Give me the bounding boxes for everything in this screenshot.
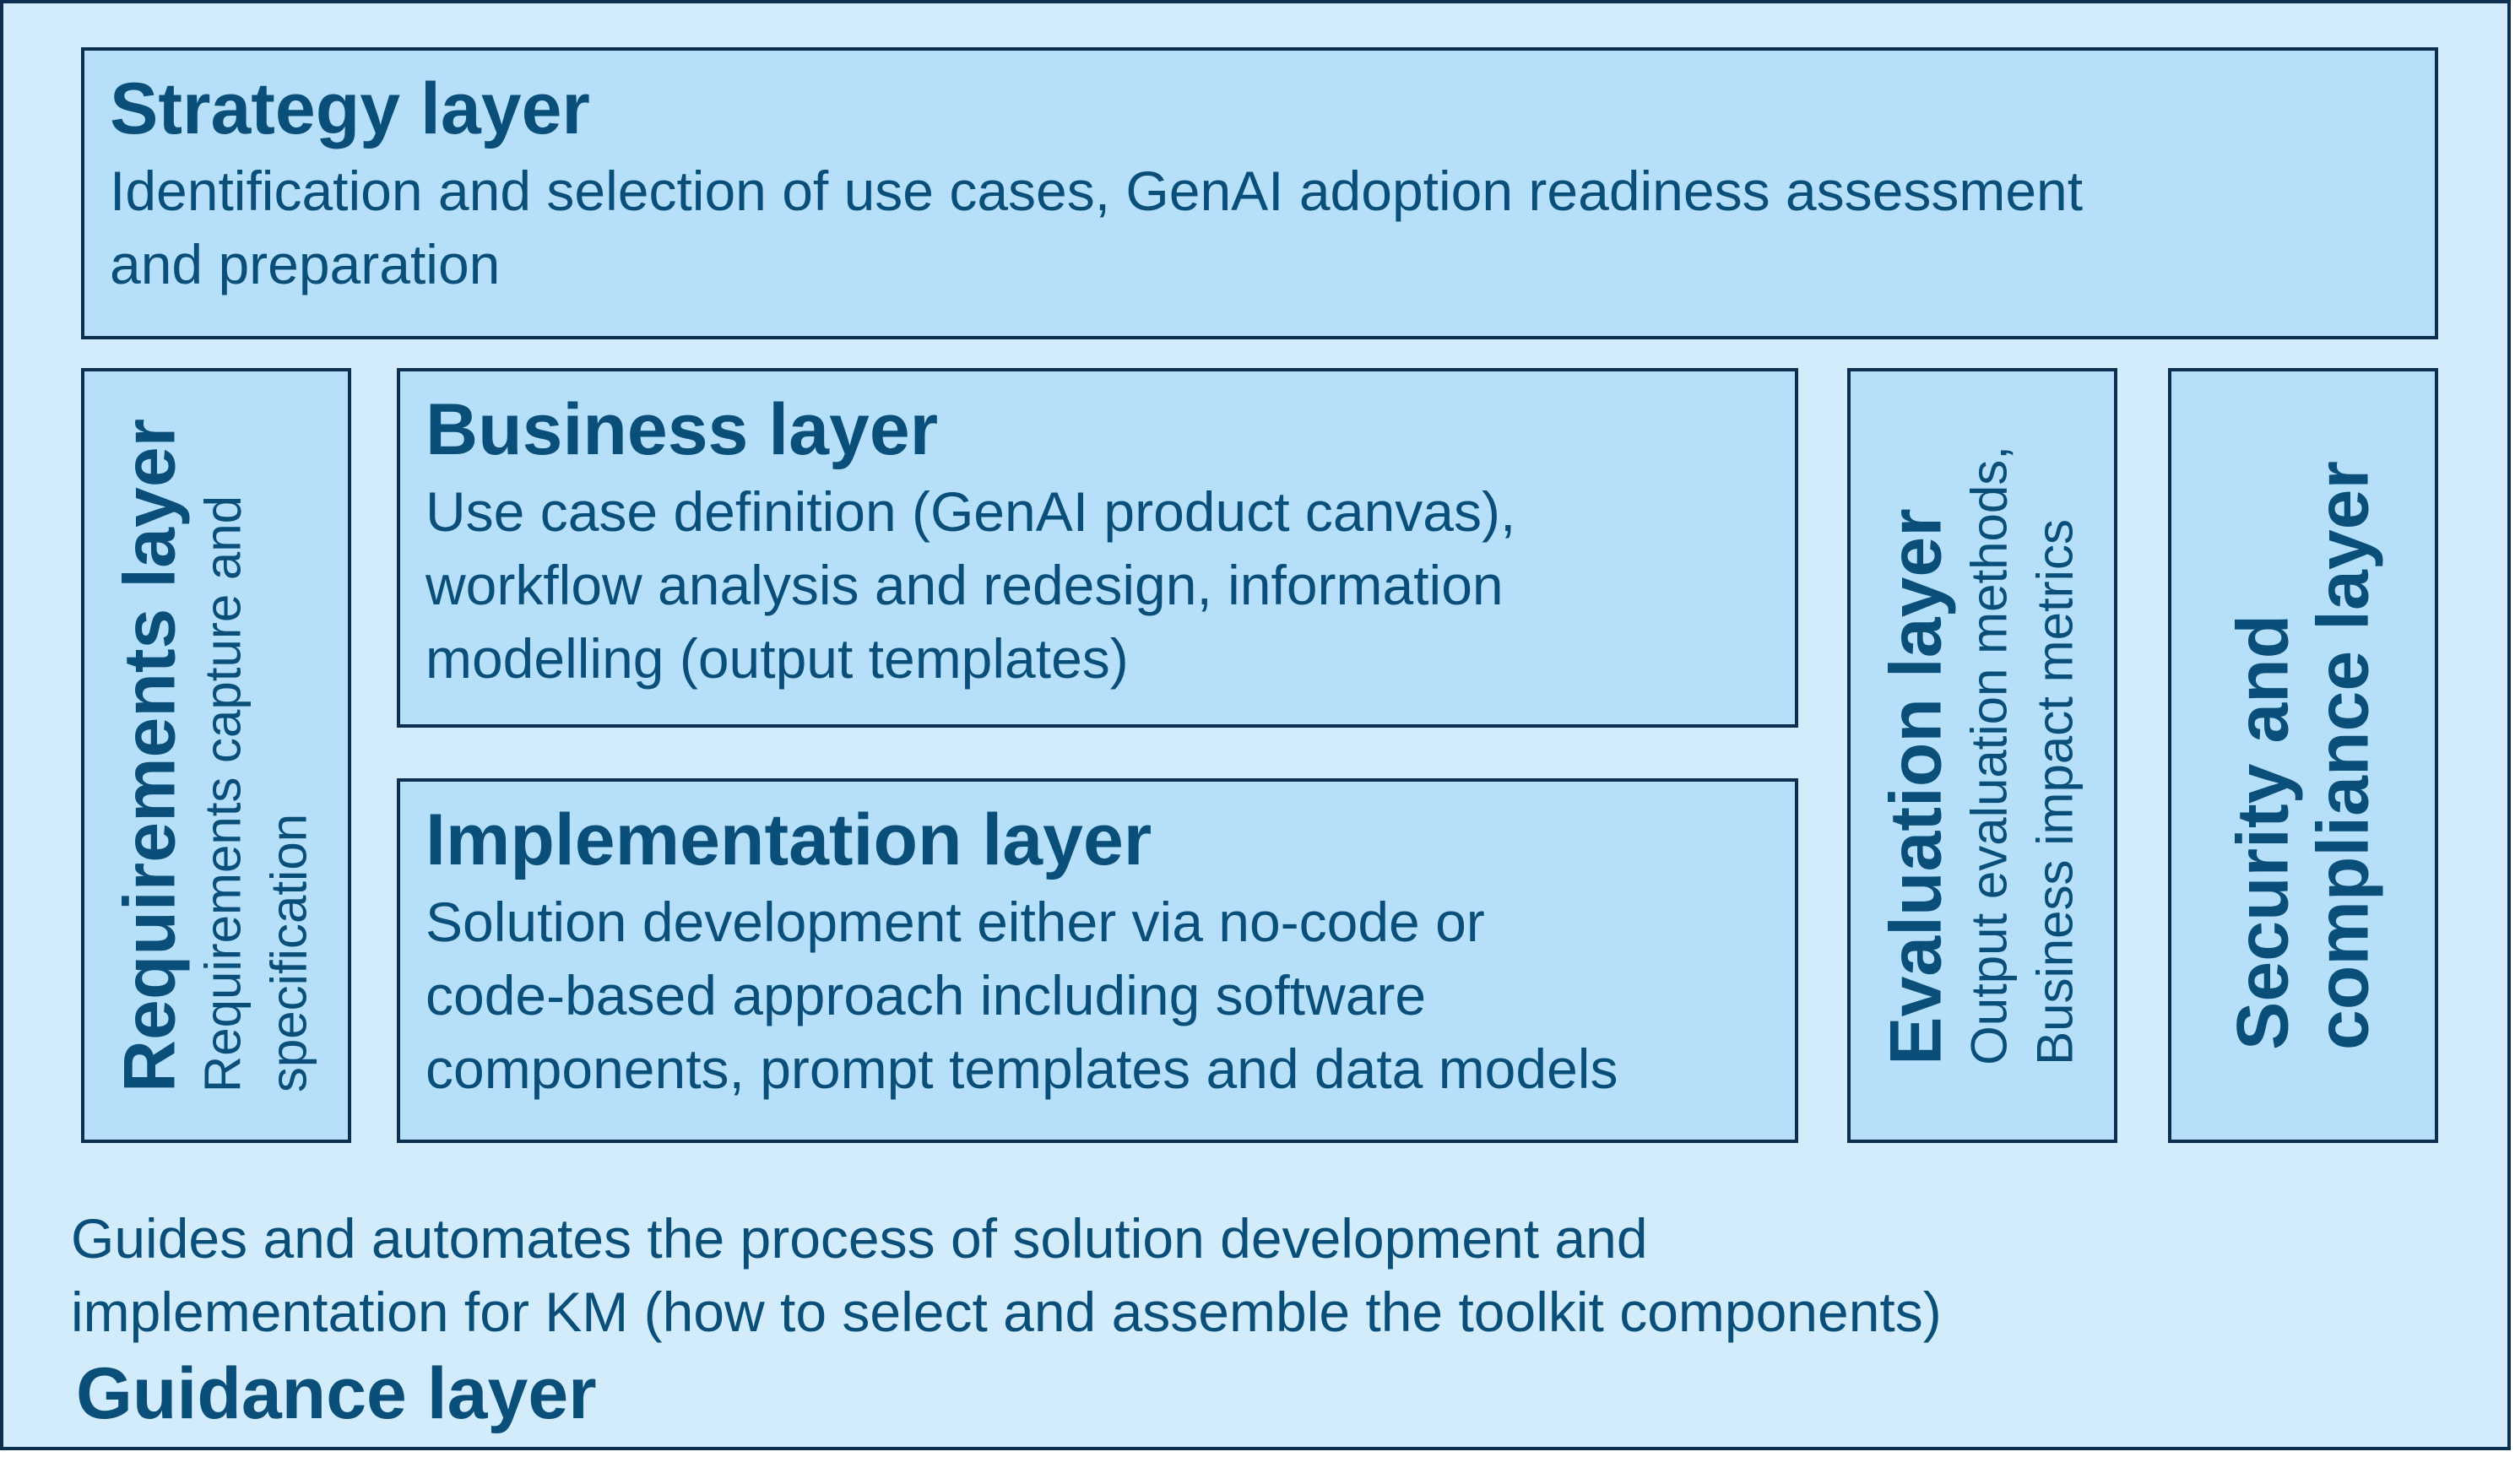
- implementation-layer-box: Implementation layer Solution developmen…: [397, 778, 1798, 1143]
- evaluation-desc-line-2: Business impact metrics: [2026, 519, 2084, 1065]
- guidance-layer-description: Guides and automates the process of solu…: [71, 1202, 2266, 1349]
- implementation-layer-title: Implementation layer: [425, 799, 1152, 880]
- evaluation-layer-description: Output evaluation methods, Business impa…: [1956, 446, 2088, 1065]
- guidance-desc-line-1: Guides and automates the process of solu…: [71, 1207, 1648, 1270]
- requirements-desc-line-1: Requirements capture and: [194, 496, 252, 1093]
- implementation-desc-line-3: components, prompt templates and data mo…: [425, 1037, 1618, 1100]
- evaluation-layer-box: Evaluation layer Output evaluation metho…: [1847, 368, 2117, 1143]
- guidance-layer-title: Guidance layer: [76, 1353, 597, 1434]
- business-desc-line-1: Use case definition (GenAI product canva…: [425, 479, 1516, 543]
- requirements-layer-title: Requirements layer: [109, 418, 191, 1093]
- business-layer-title: Business layer: [425, 389, 939, 470]
- strategy-layer-box: Strategy layer Identification and select…: [81, 47, 2438, 339]
- business-desc-line-2: workflow analysis and redesign, informat…: [425, 553, 1504, 616]
- requirements-desc-line-2: specification: [260, 813, 317, 1093]
- requirements-layer-description: Requirements capture and specification: [190, 419, 322, 1092]
- evaluation-layer-title: Evaluation layer: [1875, 508, 1957, 1065]
- business-layer-description: Use case definition (GenAI product canva…: [425, 475, 1778, 696]
- security-title-line-2: compliance layer: [2302, 461, 2383, 1050]
- guidance-layer-container: Strategy layer Identification and select…: [0, 0, 2511, 1450]
- guidance-desc-line-2: implementation for KM (how to select and…: [71, 1281, 1942, 1344]
- requirements-layer-box: Requirements layer Requirements capture …: [81, 368, 351, 1143]
- business-desc-line-3: modelling (output templates): [425, 626, 1129, 690]
- strategy-desc-line-2: and preparation: [110, 232, 501, 295]
- implementation-layer-description: Solution development either via no-code …: [425, 886, 1778, 1106]
- strategy-layer-description: Identification and selection of use case…: [110, 154, 2418, 301]
- strategy-layer-title: Strategy layer: [110, 68, 590, 149]
- security-title-line-1: Security and: [2222, 614, 2304, 1050]
- security-compliance-layer-box: Security and compliance layer: [2168, 368, 2438, 1143]
- implementation-desc-line-1: Solution development either via no-code …: [425, 890, 1485, 953]
- security-layer-title: Security and compliance layer: [2222, 461, 2383, 1050]
- implementation-desc-line-2: code-based approach including software: [425, 963, 1427, 1026]
- strategy-desc-line-1: Identification and selection of use case…: [110, 159, 2084, 222]
- business-layer-box: Business layer Use case definition (GenA…: [397, 368, 1798, 728]
- evaluation-desc-line-1: Output evaluation methods,: [1960, 446, 2018, 1065]
